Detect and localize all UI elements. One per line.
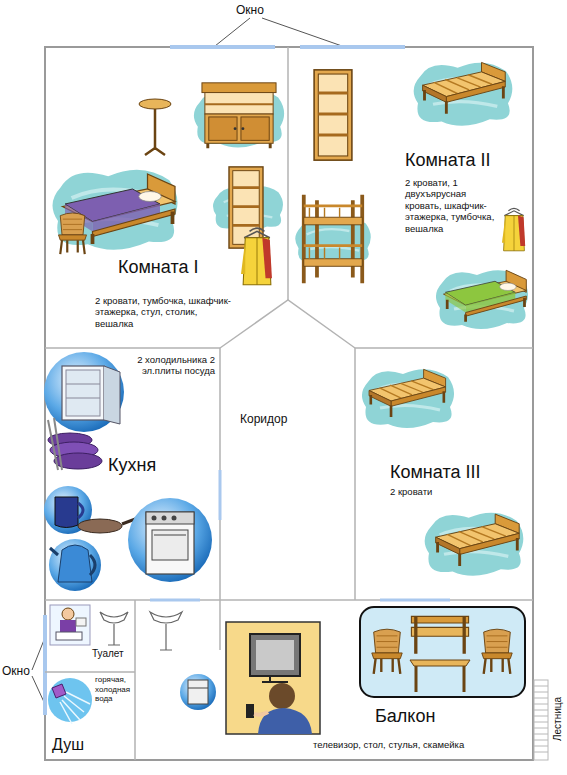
corridor-area: Коридор bbox=[220, 348, 355, 600]
balcony-items bbox=[226, 607, 525, 734]
room-three-area: Комната III 2 кровати bbox=[355, 348, 533, 600]
room-two-area: Комната II 2 кровати, 1 двухъярусная кров… bbox=[288, 47, 533, 348]
room-title: Комната III bbox=[390, 462, 525, 484]
room-title: Комната I bbox=[118, 257, 238, 279]
shower-area: горячая, холодная водаДуш bbox=[45, 672, 135, 760]
room-one-furniture bbox=[53, 83, 285, 285]
room-contents: 2 кровати, 1 двухъярусная кровать, шкафч… bbox=[405, 177, 500, 234]
room-title: Комната II bbox=[405, 150, 527, 172]
room-title: Балкон bbox=[375, 706, 525, 728]
stairs bbox=[534, 680, 548, 760]
room-two-furniture bbox=[295, 62, 528, 329]
room-contents: Туалет bbox=[92, 648, 134, 660]
window-label: Окно bbox=[236, 3, 264, 17]
room-contents: телевизор, стол, стулья, скамейка bbox=[313, 739, 531, 750]
balcony-area: Балкон телевизор, стол, стулья, скамейка bbox=[220, 600, 533, 760]
room-title: Кухня bbox=[108, 455, 208, 477]
room-contents: 2 кровати, тумбочка, шкафчик-этажерка, с… bbox=[95, 295, 237, 329]
room-contents: 2 кровати bbox=[390, 486, 525, 497]
bathroom-items bbox=[48, 605, 216, 724]
room-title: Коридор bbox=[240, 412, 340, 426]
room-one-area: Комната I 2 кровати, тумбочка, шкафчик-эт… bbox=[45, 47, 288, 348]
room-contents: 2 холодильника 2 эл.плиты посуда bbox=[131, 354, 215, 377]
kitchen-area: 2 холодильника 2 эл.плиты посудаКухня bbox=[45, 348, 220, 600]
stairs-label: Лестница bbox=[552, 693, 564, 745]
room-title: Душ bbox=[52, 735, 122, 754]
kitchen-items bbox=[44, 352, 212, 591]
room-contents: горячая, холодная вода bbox=[95, 675, 134, 704]
toilet-area: Туалет bbox=[45, 600, 135, 672]
window-label: Окно bbox=[2, 664, 30, 678]
